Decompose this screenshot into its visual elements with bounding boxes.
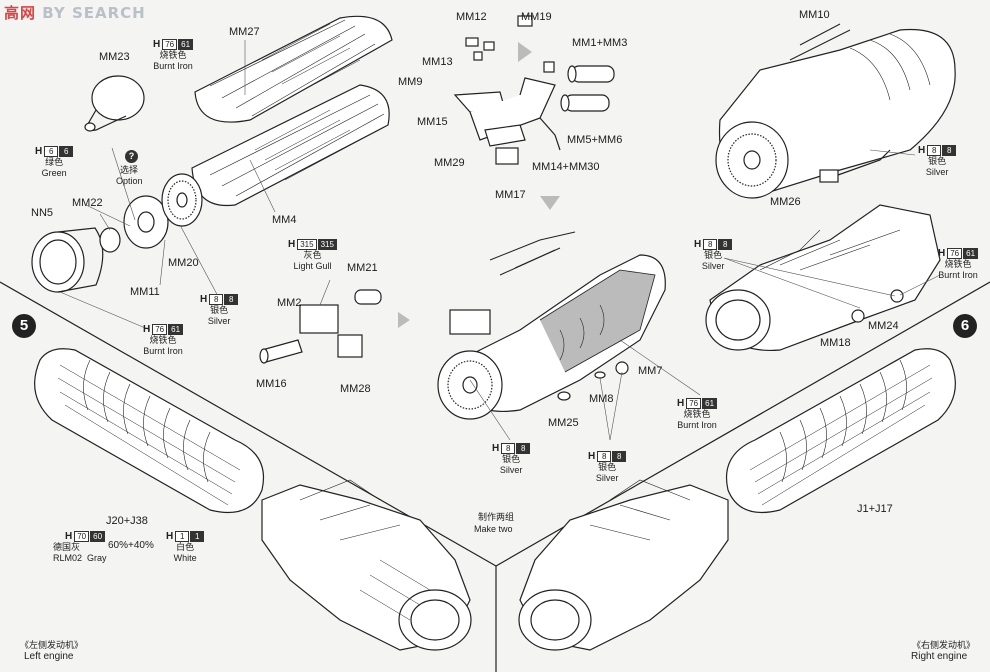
part-label-mm28: MM28 [340,383,371,395]
part-label-j20-j38: J20+J38 [106,515,148,527]
part-label-mm27: MM27 [229,26,260,38]
part-label-mm20: MM20 [168,257,199,269]
part-label-mm8: MM8 [589,393,614,405]
part-label-mm26: MM26 [770,196,801,208]
left-engine-caption-en: Left engine [24,651,74,662]
part-label-mm1-mm3: MM1+MM3 [572,37,628,49]
part-label-mm23: MM23 [99,51,130,63]
option-icon: ? [125,150,138,163]
part-label-mm4: MM4 [272,214,297,226]
accessory-frame-part [453,77,561,165]
part-label-mm18: MM18 [820,337,851,349]
mm23-cone-part [84,75,145,132]
left-engine-caption-cn: 《左侧发动机》 [20,640,84,650]
step-arrows [398,42,560,328]
part-label-mm21: MM21 [347,262,378,274]
nn5-ring-part [31,227,104,293]
part-label-mm19: MM19 [521,11,552,23]
option-label-en: Option [116,176,143,186]
right-engine-part [518,479,729,651]
assembled-engine-top-part [715,23,956,199]
part-label-mm10: MM10 [799,9,830,21]
part-label-mm15: MM15 [417,116,448,128]
part-label-mm12: MM12 [456,11,487,23]
part-label-mm14-mm30: MM14+MM30 [532,161,600,173]
part-label-mm24: MM24 [868,320,899,332]
part-label-mm16: MM16 [256,378,287,390]
part-label-mm5-mm6: MM5+MM6 [567,134,623,146]
left-engine-part [261,479,472,651]
part-label-mm7: MM7 [638,365,663,377]
intake-cylinders-part [543,61,615,112]
oil-tank-parts [259,289,382,364]
right-engine-caption-en: Right engine [911,651,968,662]
make-two-note-en: Make two [474,524,513,534]
watermark-logo: 高网 BY SEARCH [4,4,146,22]
assembled-engine-mid-part [705,204,941,352]
left-jet-pipe-part [34,348,265,514]
part-label-mm22: MM22 [72,197,103,209]
part-label-nn5: NN5 [31,207,54,219]
paint-mix-ratio: 60%+40% [108,540,154,551]
small-brackets-part [465,15,533,61]
right-jet-pipe-part [725,348,956,514]
part-label-mm17: MM17 [495,189,526,201]
part-label-mm9: MM9 [398,76,423,88]
exhaust-upper-half-part [194,15,393,123]
step-number-5: 5 [12,314,36,338]
mm22-disc-part [99,195,169,253]
part-label-mm2: MM2 [277,297,302,309]
part-label-j1-j17: J1+J17 [857,503,893,515]
right-engine-caption-cn: 《右侧发动机》 [912,640,976,650]
part-label-mm29: MM29 [434,157,465,169]
mm20-fan-part [161,173,203,227]
part-label-mm25: MM25 [548,417,579,429]
option-label-cn: 选择 [120,165,139,175]
central-engine-assembly-part [437,231,666,420]
part-label-mm13: MM13 [422,56,453,68]
make-two-note-cn: 制作两组 [478,512,515,522]
step-number-6: 6 [953,314,977,338]
part-label-mm11: MM11 [130,286,160,298]
